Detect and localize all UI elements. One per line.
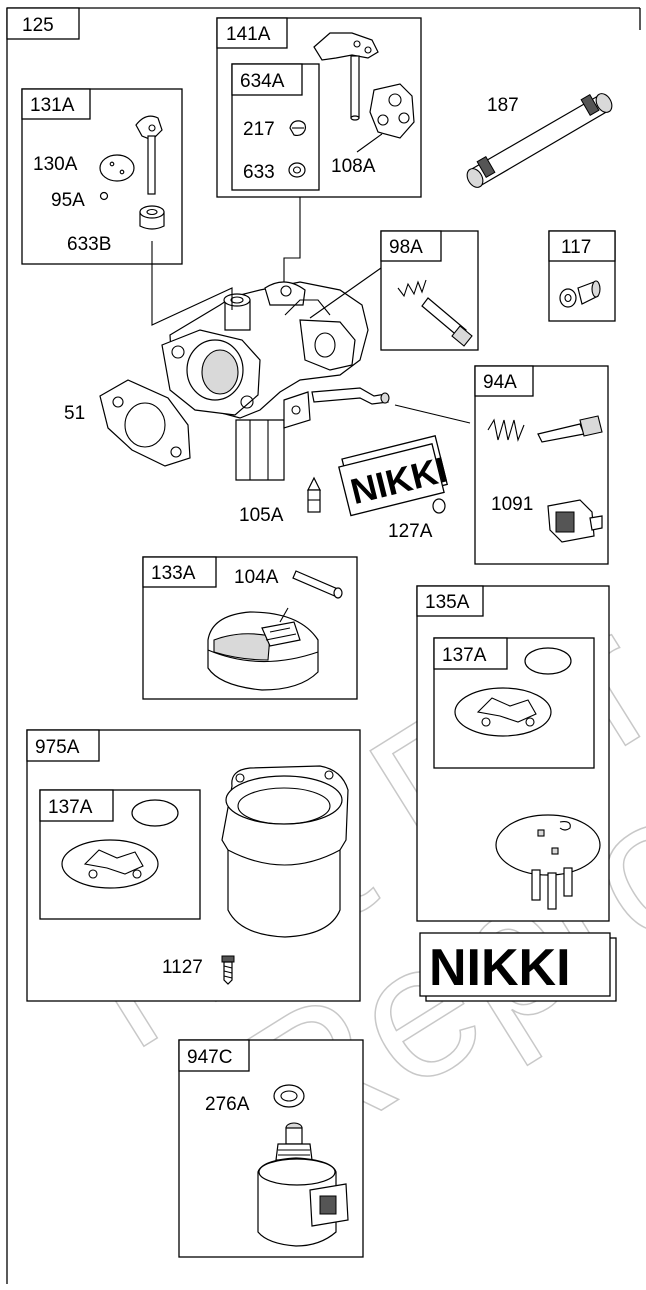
fitting-117 <box>559 280 601 308</box>
page-frame: 125 <box>6 7 641 1284</box>
group-98A-tab: 98A <box>389 237 423 258</box>
group-133A: 133A 104A <box>142 556 358 700</box>
group-117: 117 <box>548 230 616 322</box>
group-975A-tab: 975A <box>35 737 80 758</box>
gasket-137A-right <box>454 687 552 737</box>
label-1127: 1127 <box>162 957 203 978</box>
group-98A: 98A <box>380 230 479 351</box>
group-137A-left: 137A <box>39 789 201 920</box>
group-135A: 135A 137A <box>416 585 610 922</box>
group-634A-tab: 634A <box>240 71 285 92</box>
solenoid-947C <box>257 1122 349 1247</box>
float-needle-105A: 105A <box>239 476 321 526</box>
choke-shaft-part <box>135 115 163 195</box>
diagram-number: 125 <box>22 15 54 36</box>
group-94A-tab: 94A <box>483 372 517 393</box>
label-187: 187 <box>487 95 519 116</box>
nikki-logo-large-text: NIKKI <box>429 939 571 997</box>
fuel-pipe-187: 187 <box>466 93 613 188</box>
label-217: 217 <box>243 119 275 140</box>
label-633B: 633B <box>67 234 111 255</box>
screw-94A <box>537 415 603 443</box>
label-105A: 105A <box>239 505 284 526</box>
idle-mixture-screw <box>397 279 473 347</box>
group-137A-left-tab: 137A <box>48 797 93 818</box>
group-634A: 634A 217 633 <box>231 63 320 191</box>
solenoid-1091 <box>547 499 603 543</box>
screw-1127 <box>221 955 235 985</box>
screw-95A <box>99 191 109 201</box>
choke-plate-130A <box>99 154 135 182</box>
group-94A: 94A 1091 <box>474 365 609 565</box>
label-1091: 1091 <box>491 494 533 515</box>
oring-137A-left <box>131 799 179 827</box>
throttle-shaft-part <box>313 32 379 121</box>
group-135A-tab: 135A <box>425 592 470 613</box>
label-104A: 104A <box>234 567 279 588</box>
nikki-logo-small: NIKKI <box>338 435 451 517</box>
label-633: 633 <box>243 162 275 183</box>
oring-137A-right <box>524 647 572 675</box>
group-975A: 975A 137A 1127 <box>26 729 361 1002</box>
group-947C: 947C 276A <box>178 1039 364 1258</box>
seal-633 <box>288 162 306 178</box>
label-51: 51 <box>64 403 85 424</box>
label-276A: 276A <box>205 1094 250 1115</box>
float-bowl-plate-135A <box>495 814 601 910</box>
carburetor-body <box>161 281 390 481</box>
label-127A: 127A <box>388 521 433 542</box>
float-pin-104A <box>292 570 343 599</box>
spring-94A <box>487 418 525 442</box>
gasket-137A-left <box>61 839 159 889</box>
group-137A-right: 137A <box>433 637 595 769</box>
label-130A: 130A <box>33 154 78 175</box>
group-117-tab: 117 <box>561 237 591 258</box>
group-131A-tab: 131A <box>30 95 75 116</box>
group-141A-tab: 141A <box>226 24 271 45</box>
group-131A: 131A 130A 95A 633B <box>21 88 183 265</box>
label-95A: 95A <box>51 190 85 211</box>
nikki-logo-large: NIKKI <box>419 932 617 1002</box>
plate-108A <box>369 83 415 139</box>
washer-276A <box>273 1084 305 1108</box>
group-133A-tab: 133A <box>151 563 196 584</box>
group-137A-right-tab: 137A <box>442 645 487 666</box>
float-bowl-975A <box>221 765 349 938</box>
seal-127A: 127A <box>388 498 446 542</box>
group-141A: 141A 108A 634A 217 633 <box>216 17 422 198</box>
seal-633B <box>139 205 165 230</box>
float-133A <box>207 607 319 691</box>
leader-lines <box>151 197 471 424</box>
gasket-51: 51 <box>64 379 191 467</box>
label-108A: 108A <box>331 156 376 177</box>
group-947C-tab: 947C <box>187 1047 232 1068</box>
